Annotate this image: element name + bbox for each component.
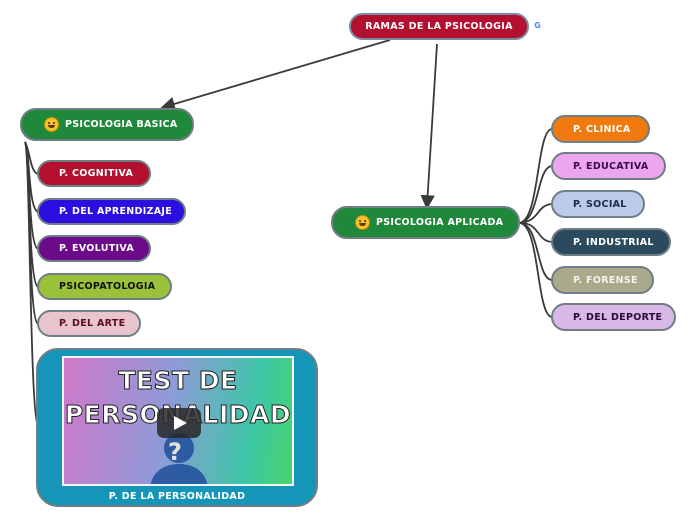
node-label: PSICOPATOLOGIA <box>59 281 156 292</box>
node-p-del-deporte[interactable]: P. DEL DEPORTE <box>551 303 676 331</box>
root-node[interactable]: RAMAS DE LA PSICOLOGIA <box>349 13 529 40</box>
root-label: RAMAS DE LA PSICOLOGIA <box>365 21 513 32</box>
node-p-educativa[interactable]: P. EDUCATIVA <box>551 152 666 180</box>
node-label: PSICOLOGIA APLICADA <box>376 217 504 228</box>
node-psicologia-aplicada[interactable]: PSICOLOGIA APLICADA <box>331 206 520 239</box>
node-p-evolutiva[interactable]: P. EVOLUTIVA <box>37 235 151 262</box>
link-root-basica <box>160 39 391 111</box>
node-p-del-aprendizaje[interactable]: P. DEL APRENDIZAJE <box>37 198 186 225</box>
grinning-face-icon <box>355 215 370 230</box>
node-label: P. FORENSE <box>573 274 638 286</box>
question-mark-icon: ? <box>168 438 182 466</box>
node-p-de-la-personalidad[interactable]: TEST DE PERSONALIDAD ? P. DE LA PERSONAL… <box>36 348 318 507</box>
thumbnail-title-line1: TEST DE <box>118 366 238 396</box>
video-thumbnail[interactable]: TEST DE PERSONALIDAD ? <box>62 356 294 486</box>
node-label: PSICOLOGIA BASICA <box>65 119 178 130</box>
node-p-clinica[interactable]: P. CLINICA <box>551 115 650 143</box>
node-p-forense[interactable]: P. FORENSE <box>551 266 654 294</box>
node-p-social[interactable]: P. SOCIAL <box>551 190 645 218</box>
node-label: P. DEL APRENDIZAJE <box>59 206 173 217</box>
play-button-icon[interactable] <box>157 408 201 438</box>
node-p-cognitiva[interactable]: P. COGNITIVA <box>37 160 151 187</box>
node-label: P. CLINICA <box>573 123 631 135</box>
node-label: P. INDUSTRIAL <box>573 236 654 248</box>
person-silhouette-icon <box>150 433 208 484</box>
card-label: P. DE LA PERSONALIDAD <box>108 491 246 502</box>
node-label: P. EVOLUTIVA <box>59 243 134 254</box>
node-label: P. EDUCATIVA <box>573 160 649 172</box>
node-label: P. DEL ARTE <box>59 318 126 329</box>
node-label: P. COGNITIVA <box>59 168 134 179</box>
node-psicologia-basica[interactable]: PSICOLOGIA BASICA <box>20 108 194 141</box>
node-psicopatologia[interactable]: PSICOPATOLOGIA <box>37 273 172 300</box>
node-p-industrial[interactable]: P. INDUSTRIAL <box>551 228 671 256</box>
google-g-icon[interactable]: G <box>534 21 541 30</box>
node-label: P. SOCIAL <box>573 198 627 210</box>
node-p-del-arte[interactable]: P. DEL ARTE <box>37 310 141 337</box>
link-root-aplicada <box>420 43 438 210</box>
grinning-face-icon <box>44 117 59 132</box>
node-label: P. DEL DEPORTE <box>573 311 663 323</box>
